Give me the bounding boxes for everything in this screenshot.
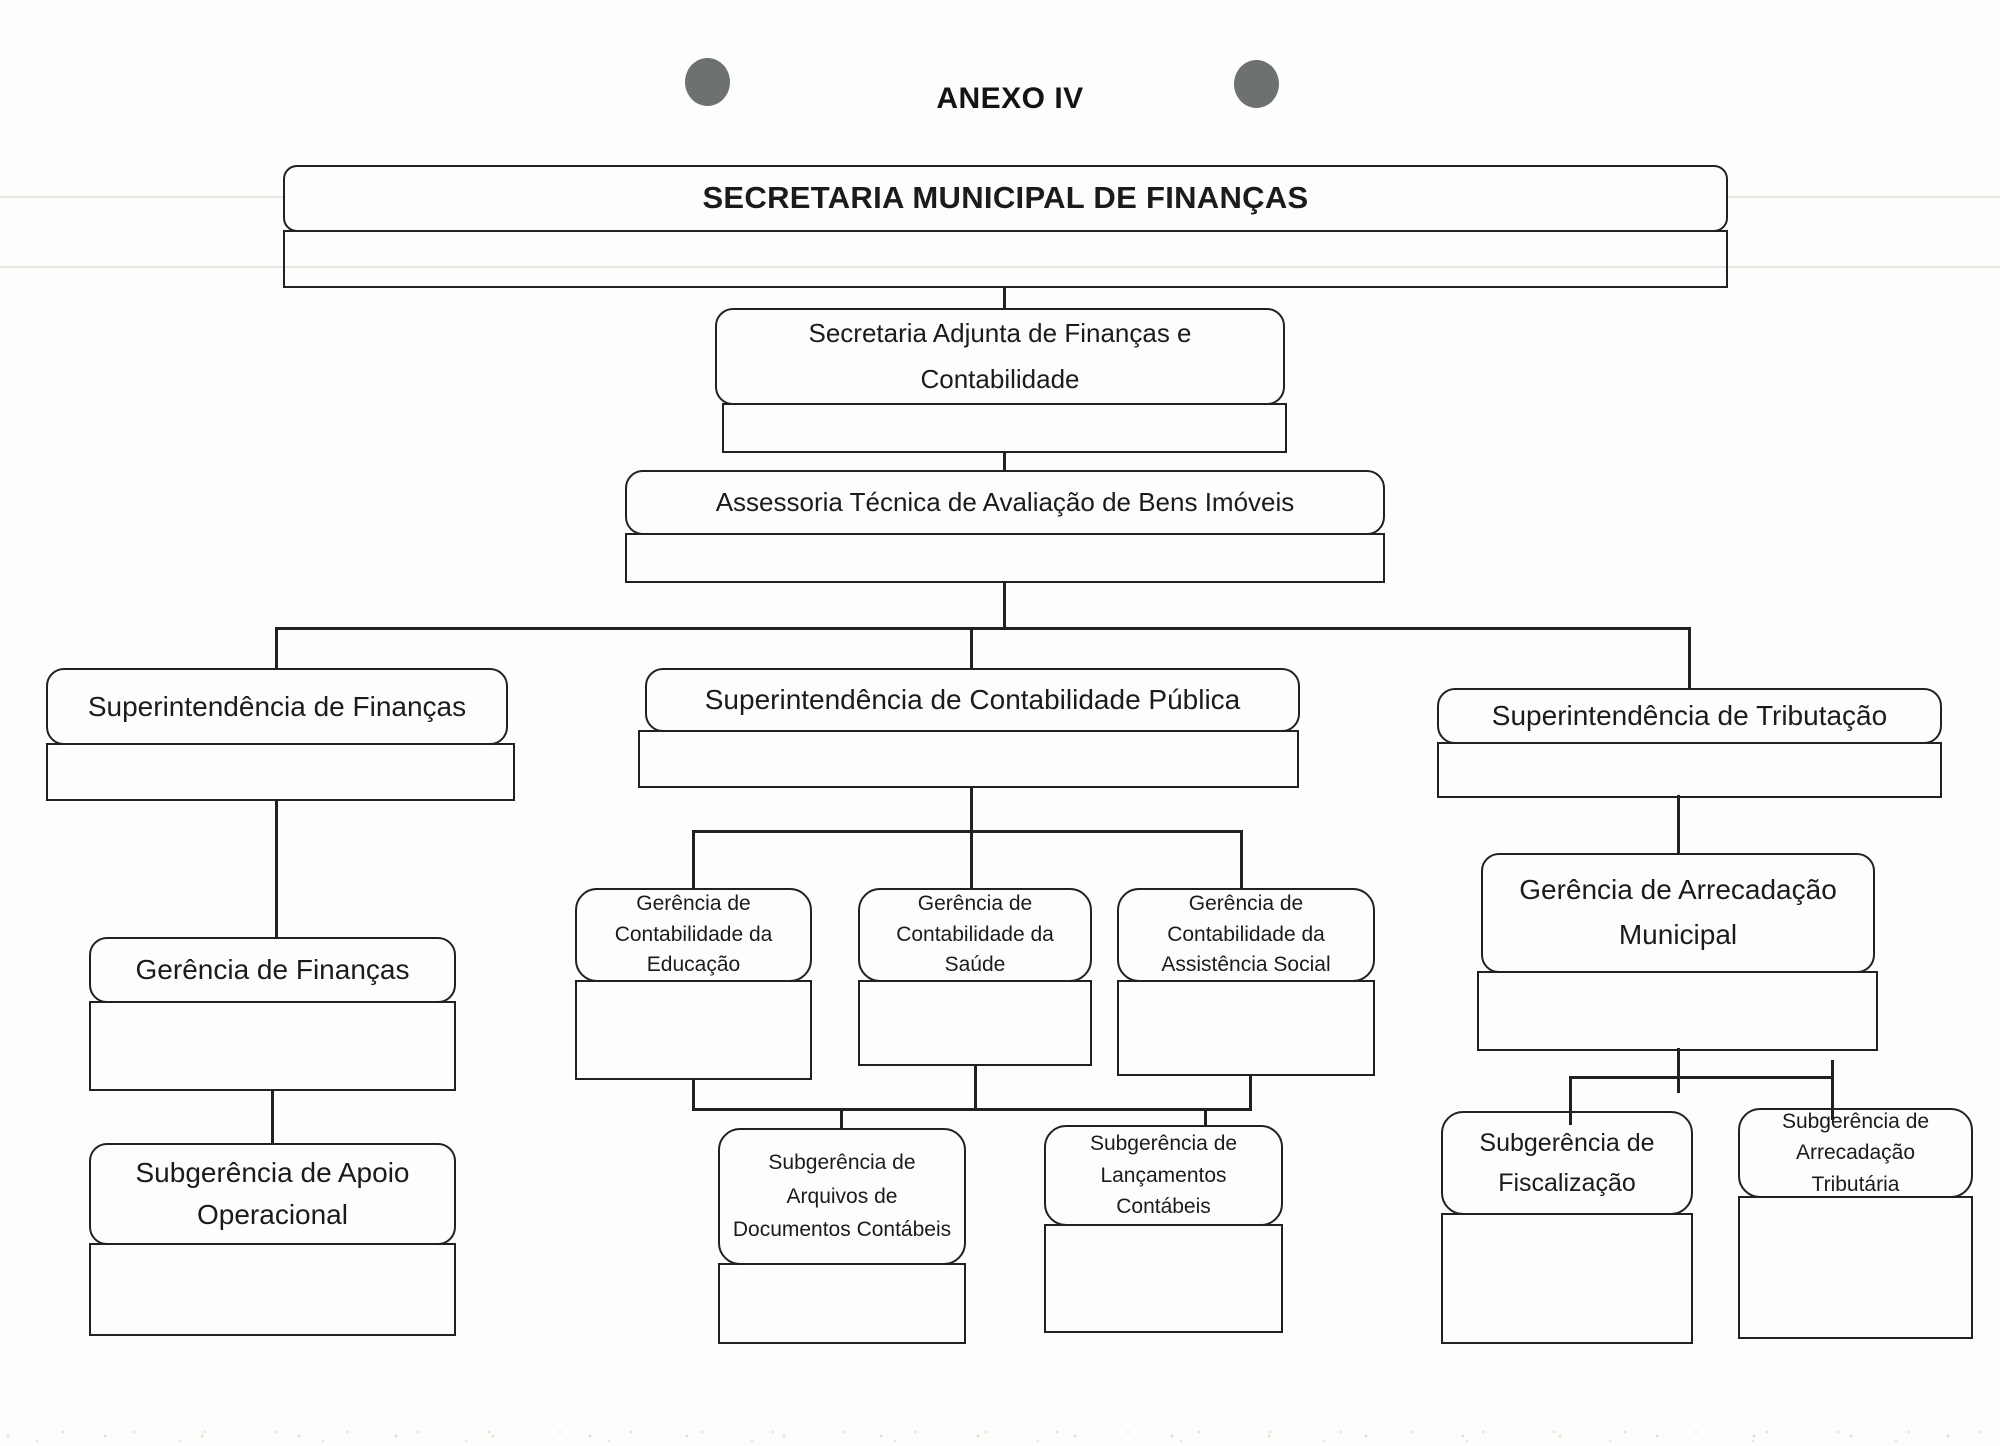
org-node-sub-fiscalizacao: Subgerência de Fiscalização	[1441, 1111, 1693, 1344]
scan-noise-band	[0, 1422, 2000, 1446]
org-node-title: Subgerência de Lançamentos Contábeis	[1044, 1125, 1283, 1226]
org-node-title: Gerência de Contabilidade da Assistência…	[1117, 888, 1375, 982]
connector-line	[692, 830, 695, 890]
connector-line	[271, 1089, 274, 1145]
org-node-name-slot	[1437, 741, 1942, 798]
org-node-name-slot	[718, 1262, 966, 1344]
connector-line	[1688, 627, 1691, 690]
connector-line	[692, 830, 1243, 833]
org-node-name-slot	[1441, 1212, 1693, 1344]
org-node-name-slot	[722, 402, 1287, 453]
connector-line	[692, 1078, 695, 1110]
org-node-title: Superintendência de Finanças	[46, 668, 508, 745]
connector-line	[1003, 288, 1006, 310]
org-node-title: Gerência de Arrecadação Municipal	[1481, 853, 1875, 973]
connector-line	[970, 786, 973, 832]
connector-line	[1240, 830, 1243, 890]
org-node-title: Gerência de Finanças	[89, 937, 456, 1003]
org-node-title: Subgerência de Apoio Operacional	[89, 1143, 456, 1245]
connector-line	[1204, 1108, 1207, 1129]
connector-line	[1677, 1048, 1680, 1093]
org-node-ger-arrecadacao: Gerência de Arrecadação Municipal	[1477, 853, 1878, 1051]
org-node-name-slot	[575, 979, 812, 1080]
org-node-name-slot	[858, 979, 1092, 1066]
connector-line	[970, 627, 973, 670]
org-node-secretaria-municipal: SECRETARIA MUNICIPAL DE FINANÇAS	[283, 165, 1728, 288]
org-node-sub-apoio-operacional: Subgerência de Apoio Operacional	[89, 1143, 456, 1336]
org-node-name-slot	[46, 742, 515, 801]
connector-line	[1003, 583, 1006, 629]
connector-line	[1569, 1076, 1833, 1079]
org-node-name-slot	[1477, 970, 1878, 1051]
connector-line	[275, 627, 278, 670]
connector-line	[692, 1108, 1252, 1111]
org-node-title: Secretaria Adjunta de Finanças e Contabi…	[715, 308, 1285, 405]
org-node-ger-cont-assistencia: Gerência de Contabilidade da Assistência…	[1117, 888, 1375, 1076]
org-node-title: Superintendência de Tributação	[1437, 688, 1942, 744]
org-node-title: Superintendência de Contabilidade Públic…	[645, 668, 1300, 732]
connector-line	[275, 801, 278, 939]
org-node-title: SECRETARIA MUNICIPAL DE FINANÇAS	[283, 165, 1728, 232]
connector-line	[970, 830, 973, 890]
org-node-sup-tributacao: Superintendência de Tributação	[1437, 688, 1942, 798]
org-node-title: Gerência de Contabilidade da Saúde	[858, 888, 1092, 982]
org-node-name-slot	[625, 532, 1385, 583]
org-node-title: Subgerência de Fiscalização	[1441, 1111, 1693, 1215]
org-node-sub-arrec-tributaria: Subgerência de Arrecadação Tributária	[1738, 1108, 1973, 1339]
hole-punch-icon	[685, 58, 730, 106]
org-node-title: Assessoria Técnica de Avaliação de Bens …	[625, 470, 1385, 535]
connector-line	[276, 627, 1691, 630]
connector-line	[974, 1064, 977, 1110]
org-node-name-slot	[638, 729, 1299, 788]
org-node-name-slot	[89, 1000, 456, 1091]
org-node-title: Gerência de Contabilidade da Educação	[575, 888, 812, 982]
org-node-sup-contabilidade: Superintendência de Contabilidade Públic…	[638, 668, 1300, 788]
org-node-name-slot	[1117, 979, 1375, 1076]
org-node-ger-financas: Gerência de Finanças	[89, 937, 456, 1091]
org-node-sub-lancamentos: Subgerência de Lançamentos Contábeis	[1044, 1125, 1283, 1333]
org-node-secretaria-adjunta: Secretaria Adjunta de Finanças e Contabi…	[715, 308, 1287, 453]
connector-line	[1569, 1076, 1572, 1125]
connector-line	[1249, 1074, 1252, 1110]
org-node-title: Subgerência de Arquivos de Documentos Co…	[718, 1128, 966, 1265]
org-node-assessoria-tecnica: Assessoria Técnica de Avaliação de Bens …	[625, 470, 1385, 583]
org-node-ger-cont-educacao: Gerência de Contabilidade da Educação	[575, 888, 812, 1080]
org-node-name-slot	[1044, 1223, 1283, 1333]
org-node-title: Subgerência de Arrecadação Tributária	[1738, 1108, 1973, 1198]
org-node-name-slot	[283, 229, 1728, 288]
org-node-name-slot	[89, 1242, 456, 1336]
org-node-sub-arquivos: Subgerência de Arquivos de Documentos Co…	[718, 1128, 966, 1344]
org-node-name-slot	[1738, 1195, 1973, 1339]
page-title: ANEXO IV	[936, 82, 1084, 115]
scan-fold-line	[0, 266, 2000, 268]
org-node-ger-cont-saude: Gerência de Contabilidade da Saúde	[858, 888, 1092, 1066]
connector-line	[1003, 453, 1006, 472]
connector-line	[1831, 1060, 1834, 1120]
connector-line	[840, 1108, 843, 1132]
connector-line	[1677, 795, 1680, 855]
org-node-sup-financas: Superintendência de Finanças	[46, 668, 515, 801]
hole-punch-icon	[1234, 60, 1279, 108]
